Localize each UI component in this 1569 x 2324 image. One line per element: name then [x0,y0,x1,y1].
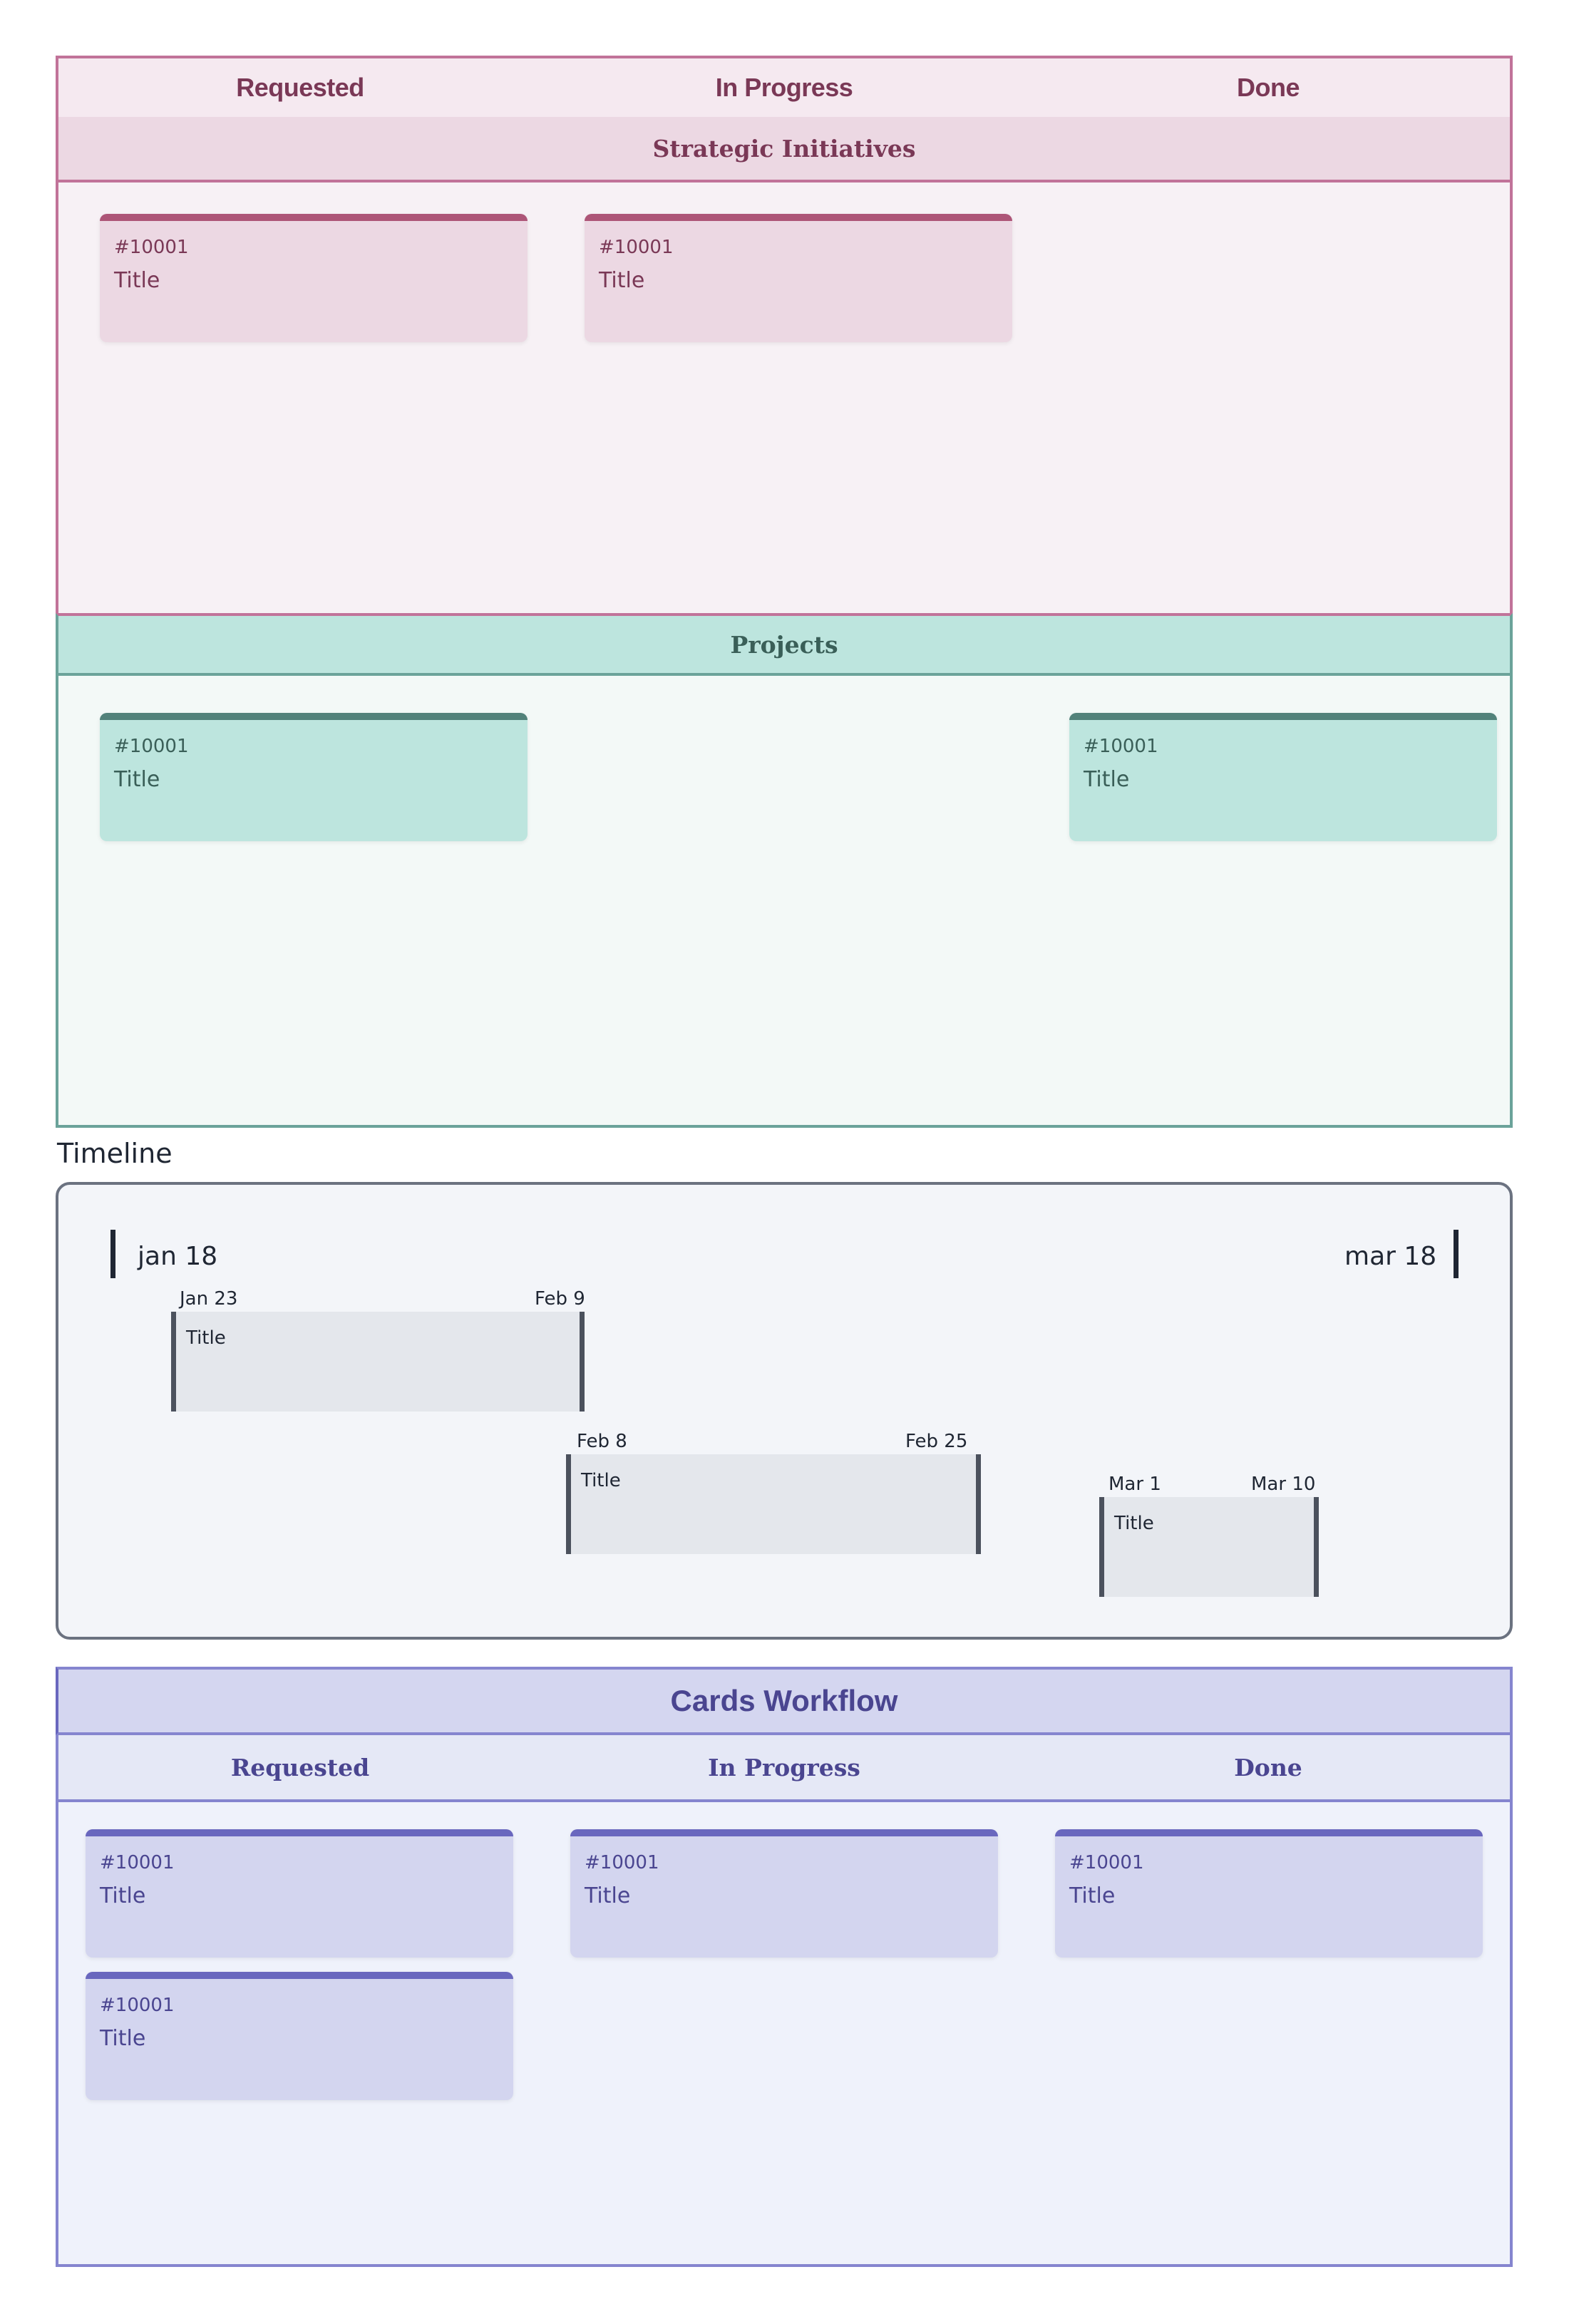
card-id: #10001 [100,1995,175,2016]
card-accent-stripe [570,1829,998,1836]
timeline-item-end-date: Feb 9 [535,1288,585,1310]
timeline-panel: jan 18 mar 18 Jan 23 Feb 9 Title Feb 8 F… [56,1182,1513,1640]
timeline-item-title: Title [186,1327,226,1349]
swimlane-title: Projects [730,630,838,659]
card[interactable]: #10001 Title [585,214,1012,342]
card[interactable]: #10001 Title [86,1829,513,1958]
timeline-item-start-date: Mar 1 [1108,1474,1161,1495]
card-id: #10001 [114,237,189,258]
card-title: Title [1069,1883,1116,1908]
card-id: #10001 [599,237,674,258]
column-header-done[interactable]: Done [1027,56,1513,120]
card-title: Title [114,767,160,792]
card-accent-stripe [100,214,528,221]
timeline-heading: Timeline [57,1138,173,1169]
cw-column-header-requested[interactable]: Requested [56,1735,545,1802]
card[interactable]: #10001 Title [86,1972,513,2100]
column-header-label: In Progress [708,1753,860,1781]
card[interactable]: #10001 Title [570,1829,998,1958]
card-title: Title [100,2026,146,2051]
card-id: #10001 [100,1852,175,1873]
timeline-item-title: Title [581,1470,621,1491]
timeline-item-end-date: Mar 10 [1251,1474,1316,1495]
card[interactable]: #10001 Title [1055,1829,1483,1958]
card-id: #10001 [585,1852,659,1873]
card-accent-stripe [1055,1829,1483,1836]
card-accent-stripe [100,713,528,720]
swimlane-column-done [1027,182,1513,616]
card-accent-stripe [1069,713,1497,720]
card[interactable]: #10001 Title [100,713,528,841]
card-accent-stripe [86,1829,513,1836]
column-header-requested[interactable]: Requested [56,56,545,120]
cw-column-header-done[interactable]: Done [1027,1735,1513,1802]
cw-column-header-in-progress[interactable]: In Progress [542,1735,1029,1802]
column-header-label: Done [1234,1753,1302,1781]
card-id: #10001 [1084,736,1158,757]
timeline-item-end-date: Feb 25 [905,1431,968,1452]
column-header-label: Requested [236,73,364,102]
card-id: #10001 [114,736,189,757]
card-title: Title [585,1883,631,1908]
swimlane-column-in-progress [542,676,1029,1128]
card-accent-stripe [585,214,1012,221]
swimlane-header-projects[interactable]: Projects [56,613,1513,676]
timeline-start-label: jan 18 [138,1242,218,1271]
column-header-label: Requested [230,1753,370,1781]
timeline-item-bar[interactable]: Title [1099,1497,1319,1597]
kanban-board: Requested In Progress Done Strategic Ini… [0,0,1569,1128]
swimlane-header-strategic-initiatives[interactable]: Strategic Initiatives [56,117,1513,182]
column-header-label: Done [1237,73,1300,102]
timeline-start-tick [110,1230,115,1278]
timeline-item-title: Title [1114,1513,1154,1534]
swimlane-title: Strategic Initiatives [652,134,916,163]
timeline-item-bar[interactable]: Title [566,1454,981,1554]
card-title: Title [100,1883,146,1908]
timeline-item-start-date: Feb 8 [577,1431,627,1452]
column-header-label: In Progress [715,73,853,102]
card[interactable]: #10001 Title [100,214,528,342]
cards-workflow-title-text: Cards Workflow [670,1684,898,1717]
timeline-end-tick [1454,1230,1459,1278]
timeline-end-label: mar 18 [1344,1242,1437,1271]
card[interactable]: #10001 Title [1069,713,1497,841]
card-accent-stripe [86,1972,513,1979]
timeline-item-start-date: Jan 23 [180,1288,238,1310]
timeline-item-bar[interactable]: Title [171,1312,585,1412]
card-title: Title [114,268,160,293]
column-header-in-progress[interactable]: In Progress [542,56,1029,120]
card-id: #10001 [1069,1852,1144,1873]
card-title: Title [1084,767,1130,792]
cards-workflow-title: Cards Workflow [56,1667,1513,1735]
card-title: Title [599,268,645,293]
